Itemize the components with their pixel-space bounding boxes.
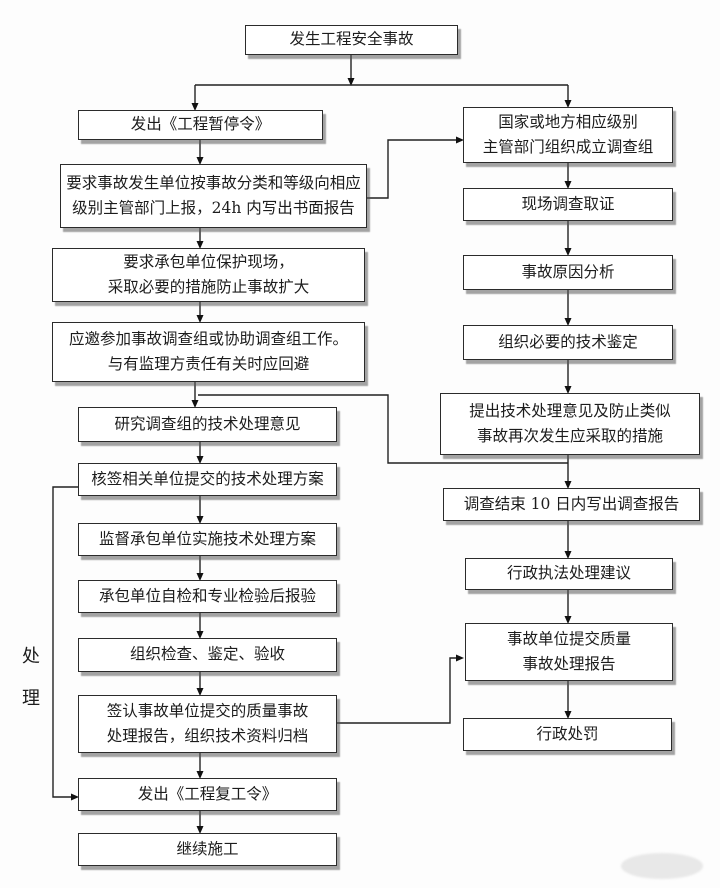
flow-node-propose-measures: 提出技术处理意见及防止类似 事故再次发生应采取的措施: [440, 393, 700, 455]
flow-node-site-evidence-collection: 现场调查取证: [463, 188, 673, 221]
side-label-handling: 处 理: [22, 646, 40, 709]
flow-node-verify-sign-plan: 核签相关单位提交的技术处理方案: [78, 463, 337, 496]
flow-node-study-technical-opinions: 研究调查组的技术处理意见: [78, 407, 337, 442]
flow-node-join-investigation-team: 应邀参加事故调查组或协助调查组工作。 与有监理方责任有关时应回避: [52, 322, 365, 382]
flow-node-administrative-penalty: 行政处罚: [463, 718, 672, 751]
flow-node-organize-acceptance: 组织检查、鉴定、验收: [78, 638, 337, 672]
flow-node-protect-site: 要求承包单位保护现场， 采取必要的措施防止事故扩大: [52, 248, 365, 302]
flow-node-start: 发生工程安全事故: [245, 25, 458, 55]
flow-node-submit-quality-report: 事故单位提交质量 事故处理报告: [465, 623, 673, 681]
flow-node-supervise-implementation: 监督承包单位实施技术处理方案: [78, 523, 337, 556]
watermark-blob: [621, 853, 703, 879]
flow-node-form-investigation-team: 国家或地方相应级别 主管部门组织成立调查组: [463, 107, 673, 163]
flow-node-contractor-self-inspect: 承包单位自检和专业检验后报验: [78, 580, 337, 613]
flow-node-cause-analysis: 事故原因分析: [463, 255, 673, 290]
flow-node-enforcement-suggestion: 行政执法处理建议: [465, 558, 673, 590]
flow-node-issue-resume-order: 发出《工程复工令》: [78, 778, 337, 811]
flow-node-report-to-authority: 要求事故发生单位按事故分类和等级向相应 级别主管部门上报，24h 内写出书面报告: [60, 164, 367, 228]
flow-node-investigation-report: 调查结束 10 日内写出调查报告: [443, 488, 700, 521]
flow-node-continue-construction: 继续施工: [78, 833, 337, 866]
flow-node-issue-suspension-order: 发出《工程暂停令》: [78, 110, 323, 140]
flow-node-sign-report-archive: 签认事故单位提交的质量事故 处理报告，组织技术资料归档: [78, 695, 337, 753]
flow-node-technical-appraisal: 组织必要的技术鉴定: [463, 325, 673, 360]
